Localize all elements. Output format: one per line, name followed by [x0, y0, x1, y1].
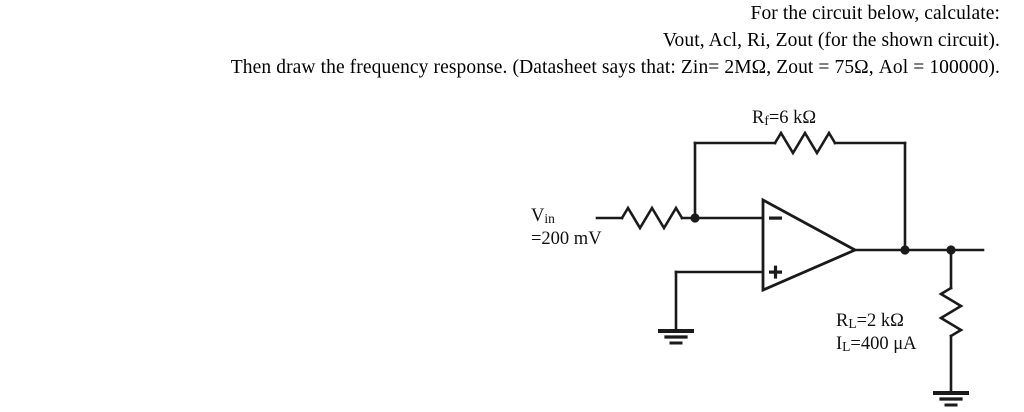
label-rf-value: =6 kΩ [768, 108, 817, 128]
label-vin-symbol: V [531, 206, 545, 226]
ground-symbol-noninverting [658, 329, 694, 345]
opamp-triangle [761, 197, 859, 293]
load-resistor-symbol [938, 286, 964, 338]
input-resistor-symbol [620, 205, 684, 231]
label-feedback-resistor: Rf=6 kΩ [752, 107, 816, 130]
opamp-polarity-marks [769, 216, 782, 279]
node-load-output [946, 245, 956, 255]
minus-sign-icon [769, 216, 782, 220]
problem-statement: For the circuit below, calculate: Vout, … [0, 0, 1000, 81]
label-load-current: IL=400 μA [836, 333, 917, 356]
label-vin-subscript: in [544, 210, 555, 226]
label-il-value: =400 μA [850, 334, 917, 354]
problem-line-2: Vout, Acl, Ri, Zout (for the shown circu… [662, 30, 1000, 51]
label-il-subscript: L [842, 338, 851, 354]
label-rf-symbol: R [752, 108, 765, 128]
plus-sign-vertical-icon [773, 265, 778, 279]
label-rl-subscript: L [848, 315, 857, 331]
label-rf-subscript: f [764, 112, 769, 128]
problem-line-3: Then draw the frequency response. (Datas… [230, 57, 1000, 78]
feedback-resistor-symbol [773, 130, 837, 156]
label-il-symbol: I [836, 334, 843, 354]
node-feedback-output [900, 245, 910, 255]
node-inverting-input [690, 213, 700, 223]
ground-symbol-load [933, 391, 969, 407]
problem-line-1: For the circuit below, calculate: [750, 3, 1000, 24]
label-rl-symbol: R [836, 311, 849, 331]
label-input-source-name: Vin [531, 205, 555, 228]
label-rl-value: =2 kΩ [856, 311, 904, 331]
label-load-resistor: RL=2 kΩ [836, 310, 904, 333]
junction-dots [690, 213, 956, 255]
label-input-source-value: =200 mV [531, 229, 602, 249]
